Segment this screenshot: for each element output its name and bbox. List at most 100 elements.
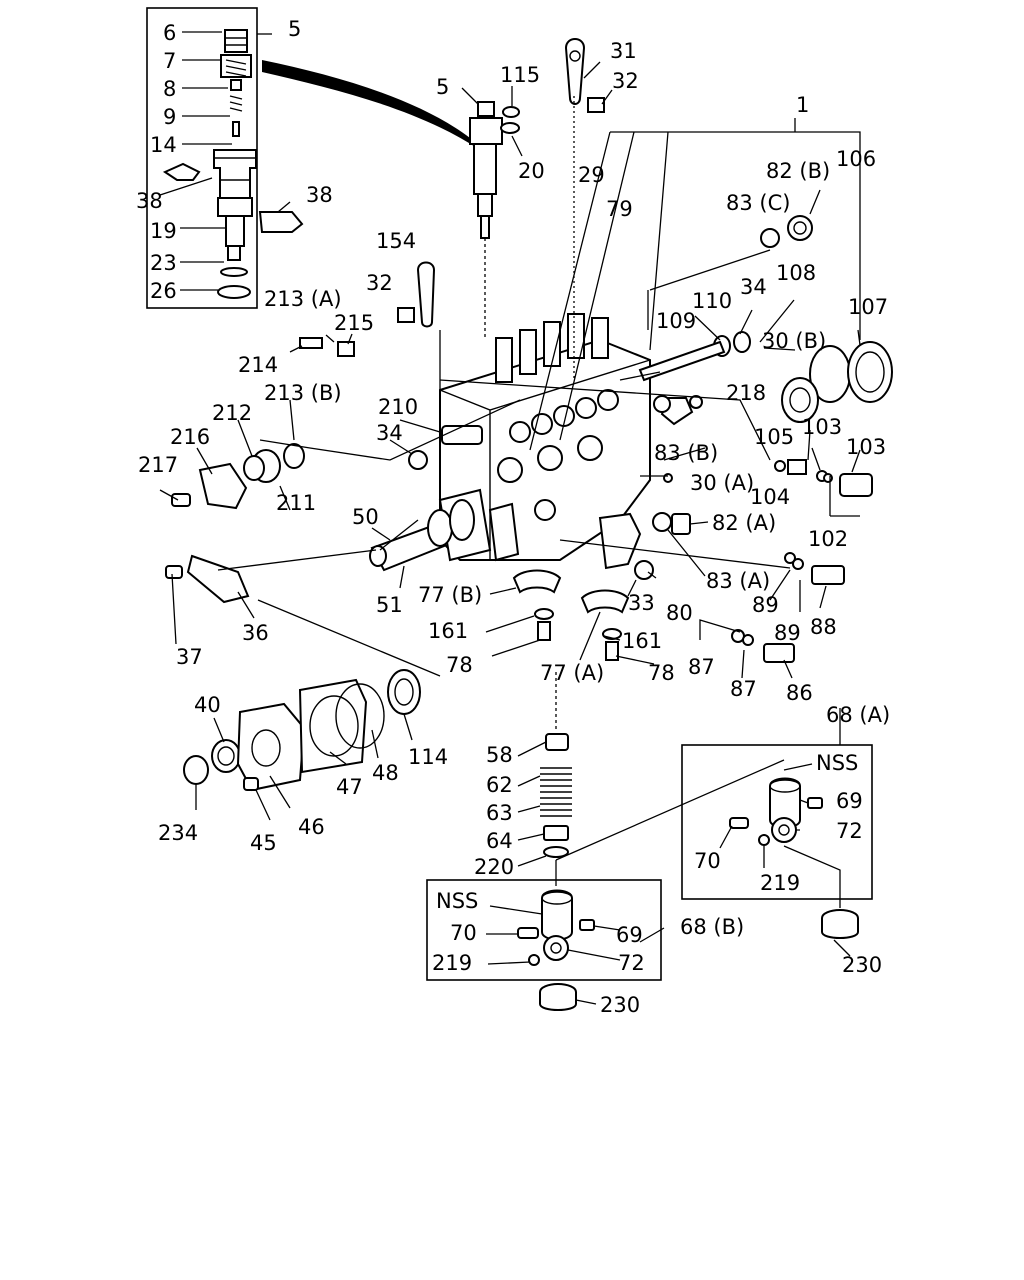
callout-64: 64 xyxy=(486,829,513,853)
callout-87-right: 87 xyxy=(730,677,757,701)
callout-214: 214 xyxy=(238,353,278,377)
callout-220: 220 xyxy=(474,855,514,879)
callout-48: 48 xyxy=(372,761,399,785)
callout-30a: 30 (A) xyxy=(690,471,754,495)
callout-83c: 83 (C) xyxy=(726,191,790,215)
callout-210: 210 xyxy=(378,395,418,419)
callout-82a: 82 (A) xyxy=(712,511,776,535)
callout-63: 63 xyxy=(486,801,513,825)
governor-parts xyxy=(638,215,893,663)
callout-110: 110 xyxy=(692,289,732,313)
inset-connector xyxy=(262,60,480,150)
callout-37: 37 xyxy=(176,645,203,669)
callout-6: 6 xyxy=(163,21,176,45)
callout-213b: 213 (B) xyxy=(264,381,342,405)
callout-14: 14 xyxy=(150,133,177,157)
callout-40: 40 xyxy=(194,693,221,717)
callout-104: 104 xyxy=(750,485,790,509)
callout-219-a: 219 xyxy=(760,871,800,895)
callout-70-b: 70 xyxy=(450,921,477,945)
callout-69-a: 69 xyxy=(836,789,863,813)
callout-29: 29 xyxy=(578,163,605,187)
callout-154: 154 xyxy=(376,229,416,253)
callout-103-upper: 103 xyxy=(802,415,842,439)
callout-46: 46 xyxy=(298,815,325,839)
callout-19: 19 xyxy=(150,219,177,243)
callout-86: 86 xyxy=(786,681,813,705)
callout-31: 31 xyxy=(610,39,637,63)
callout-45: 45 xyxy=(250,831,277,855)
lower-center-parts xyxy=(512,512,654,661)
callout-89-right: 89 xyxy=(774,621,801,645)
callout-32-top: 32 xyxy=(612,69,639,93)
callout-5-inset: 5 xyxy=(288,17,301,41)
callout-79: 79 xyxy=(606,197,633,221)
callout-nss-a: NSS xyxy=(816,751,858,775)
callout-114: 114 xyxy=(408,745,448,769)
callout-8: 8 xyxy=(163,77,176,101)
fitting-213a xyxy=(299,337,323,349)
callout-216: 216 xyxy=(170,425,210,449)
callout-77b: 77 (B) xyxy=(418,583,482,607)
callout-83b: 83 (B) xyxy=(654,441,718,465)
callout-107: 107 xyxy=(848,295,888,319)
callout-78-right: 78 xyxy=(648,661,675,685)
callout-230-a: 230 xyxy=(842,953,882,977)
callout-161-right: 161 xyxy=(622,629,662,653)
bracket-36 xyxy=(186,554,250,604)
bracket-154 xyxy=(416,261,436,328)
callout-105: 105 xyxy=(754,425,794,449)
callout-89-left: 89 xyxy=(752,593,779,617)
callout-82b: 82 (B) xyxy=(766,159,830,183)
callout-234: 234 xyxy=(158,821,198,845)
callout-102: 102 xyxy=(808,527,848,551)
tappet-box-68a-frame xyxy=(681,744,873,900)
callout-50: 50 xyxy=(352,505,379,529)
callout-7: 7 xyxy=(163,49,176,73)
callout-38-right: 38 xyxy=(306,183,333,207)
tappet-box-68a xyxy=(681,744,873,939)
callout-68a: 68 (A) xyxy=(826,703,890,727)
bracket-31 xyxy=(564,38,586,105)
callout-23: 23 xyxy=(150,251,177,275)
callout-218: 218 xyxy=(726,381,766,405)
callout-87-left: 87 xyxy=(688,655,715,679)
callout-103-right: 103 xyxy=(846,435,886,459)
left-plug-parts xyxy=(171,425,483,510)
callout-69-b: 69 xyxy=(616,923,643,947)
callout-70-a: 70 xyxy=(694,849,721,873)
callout-219-b: 219 xyxy=(432,951,472,975)
callout-88: 88 xyxy=(810,615,837,639)
callout-80: 80 xyxy=(666,601,693,625)
callout-213a: 213 (A) xyxy=(264,287,342,311)
callout-58: 58 xyxy=(486,743,513,767)
inset-delivery-valve xyxy=(146,7,304,309)
callout-115: 115 xyxy=(500,63,540,87)
callout-78-left: 78 xyxy=(446,653,473,677)
callout-109: 109 xyxy=(656,309,696,333)
callout-labels: 6 5 7 8 9 14 38 38 19 23 26 5 115 20 31 … xyxy=(136,17,890,1017)
callout-51: 51 xyxy=(376,593,403,617)
callout-20: 20 xyxy=(518,159,545,183)
callout-32-left: 32 xyxy=(366,271,393,295)
callout-26: 26 xyxy=(150,279,177,303)
leader-lines xyxy=(159,96,861,1005)
callout-9: 9 xyxy=(163,105,176,129)
callout-215: 215 xyxy=(334,311,374,335)
callout-62: 62 xyxy=(486,773,513,797)
delivery-valve-top xyxy=(461,86,523,340)
tappet-box-68b xyxy=(426,860,662,1011)
callout-47: 47 xyxy=(336,775,363,799)
callout-5-top: 5 xyxy=(436,75,449,99)
callout-106: 106 xyxy=(836,147,876,171)
callout-217: 217 xyxy=(138,453,178,477)
callout-68b: 68 (B) xyxy=(680,915,744,939)
callout-212: 212 xyxy=(212,401,252,425)
callout-30b: 30 (B) xyxy=(762,329,826,353)
callout-211: 211 xyxy=(276,491,316,515)
callout-230-b: 230 xyxy=(600,993,640,1017)
callout-108: 108 xyxy=(776,261,816,285)
callout-33: 33 xyxy=(628,591,655,615)
callout-34-top: 34 xyxy=(740,275,767,299)
